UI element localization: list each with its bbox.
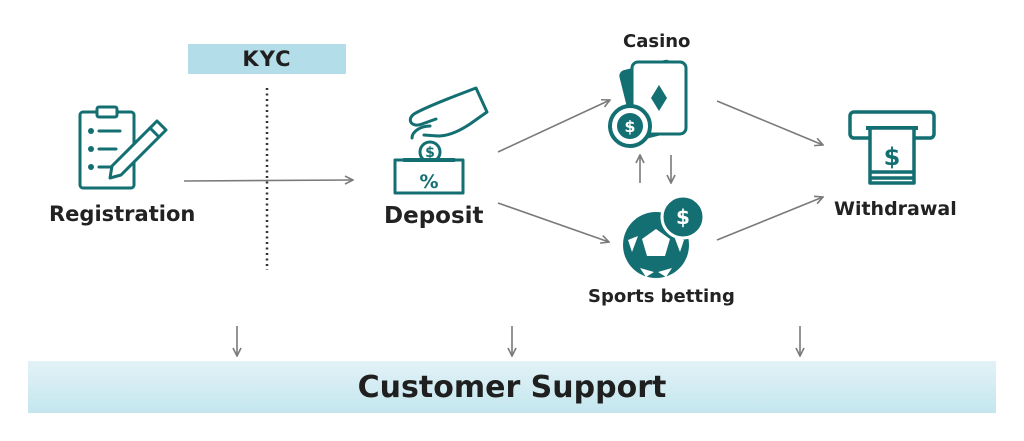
arrow-casino-to-withdrawal [716,100,823,145]
deposit-label: Deposit [384,203,484,229]
sports-betting-label: Sports betting [588,286,735,307]
deposit-box-glyph: % [419,171,438,193]
sports-badge-glyph: $ [676,205,690,229]
soccer-ball-dollar-icon [623,194,706,278]
customer-support-bar: Customer Support [28,361,996,413]
arrow-deposit-to-casino [497,100,610,153]
casino-label: Casino [623,31,691,52]
playing-cards-chip-icon [608,59,688,148]
kyc-label: KYC [242,47,292,71]
arrow-deposit-to-sports [497,202,609,242]
deposit-coin-glyph: $ [425,145,435,161]
withdrawal-bill-glyph: $ [884,143,901,171]
registration-label: Registration [49,202,196,226]
withdrawal-label: Withdrawal [834,198,957,220]
arrow-sports-to-withdrawal [716,197,823,241]
hand-coin-deposit-icon [393,86,489,195]
atm-cash-icon [848,110,936,185]
arrow-registration-to-deposit [183,180,353,181]
clipboard-pen-icon [78,105,168,190]
customer-support-label: Customer Support [357,369,667,405]
kyc-banner: KYC [188,44,346,74]
casino-chip-glyph: $ [624,117,635,136]
